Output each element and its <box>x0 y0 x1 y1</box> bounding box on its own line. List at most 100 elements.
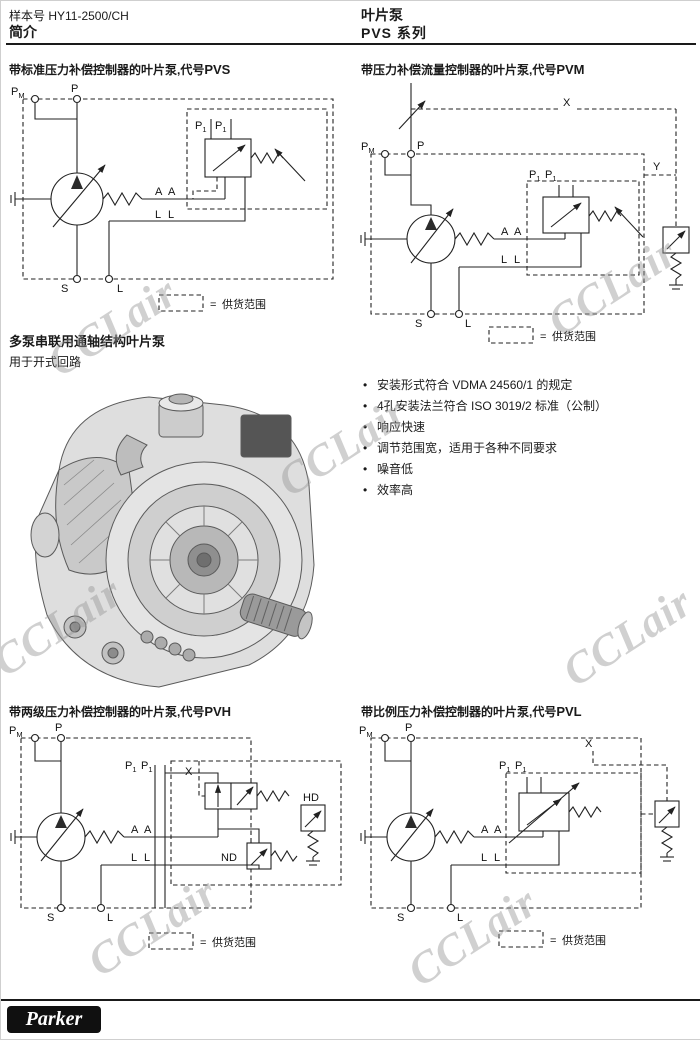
pvl-title-text: 带比例压力补偿控制器的叶片泵,代号 <box>361 705 557 719</box>
spring-symbol <box>568 805 602 819</box>
list-item: •响应快速 <box>363 417 695 438</box>
port-label: L <box>457 912 463 924</box>
port-label: L <box>168 209 174 221</box>
port-label: PM <box>11 86 25 100</box>
port-p <box>72 94 82 104</box>
port-p <box>406 149 416 159</box>
spring-symbol <box>660 826 674 854</box>
spring-symbol <box>270 849 298 863</box>
pvl-circuit-diagram: PM P P1 P1 X A A L L S L = 供货范围 <box>359 722 680 948</box>
pvs-title-text: 带标准压力补偿控制器的叶片泵,代号 <box>9 63 205 77</box>
spring-symbol <box>306 830 320 858</box>
pvl-section-title: 带比例压力补偿控制器的叶片泵,代号PVL <box>361 703 582 720</box>
spring-symbol <box>256 789 290 803</box>
bullet-icon: • <box>363 378 368 392</box>
port-label: P1 <box>499 760 511 774</box>
port-pm <box>30 733 40 743</box>
port-label: ND <box>221 852 237 864</box>
feature-text: 调节范围宽，适用于各种不同要求 <box>377 441 558 455</box>
legend-equals: = <box>540 331 546 343</box>
feature-text: 响应快速 <box>377 420 426 434</box>
legend-equals: = <box>210 299 216 311</box>
pvs-code: PVS <box>204 62 231 77</box>
pvs-circuit-diagram: PM P P1 P1 A A L L S L = 供货范围 <box>10 83 334 312</box>
feature-text: 噪音低 <box>377 462 414 476</box>
product-title: 叶片泵 <box>361 7 403 23</box>
bullet-icon: • <box>363 399 368 413</box>
list-item: • 效率高 <box>363 480 695 501</box>
port-label: A <box>481 824 489 836</box>
port-pm <box>30 94 40 104</box>
pvm-code: PVM <box>556 62 585 77</box>
port-label: L <box>494 852 500 864</box>
legend-box <box>158 294 204 312</box>
pvs-section-title: 带标准压力补偿控制器的叶片泵,代号PVS <box>9 61 230 78</box>
port-label: P <box>55 722 62 734</box>
bullet-icon: • <box>363 483 368 497</box>
port-label: P1 <box>529 169 541 183</box>
pvs-valve-subbox <box>186 108 328 210</box>
legend-label: 供货范围 <box>212 935 256 949</box>
legend-box <box>498 930 544 948</box>
legend-label: 供货范围 <box>552 329 596 343</box>
port-label: X <box>585 738 593 750</box>
port-label: PM <box>9 725 23 739</box>
port-label: P1 <box>545 169 557 183</box>
port-label: S <box>415 318 422 330</box>
legend-label: 供货范围 <box>562 933 606 947</box>
valve-symbol <box>230 782 258 810</box>
port-label: A <box>168 186 176 198</box>
port-label: P1 <box>515 760 527 774</box>
port-label: S <box>397 912 404 924</box>
port-s <box>56 903 66 913</box>
port-label: L <box>155 209 161 221</box>
spring-symbol <box>84 829 125 845</box>
pvm-title-text: 带压力补偿流量控制器的叶片泵,代号 <box>361 63 557 77</box>
port-label: L <box>501 254 507 266</box>
pvh-section-title: 带两级压力补偿控制器的叶片泵,代号PVH <box>9 703 231 720</box>
footer-rule <box>1 999 700 1001</box>
feature-text: 安装形式符合 VDMA 24560/1 的规定 <box>377 378 573 392</box>
port-s <box>72 274 82 284</box>
pvh-code: PVH <box>204 704 232 719</box>
port-pm <box>380 733 390 743</box>
feature-text: 效率高 <box>377 483 414 497</box>
list-item: • 安装形式符合 VDMA 24560/1 的规定 <box>363 375 695 396</box>
port-label: P1 <box>141 760 153 774</box>
bullet-icon: • <box>363 441 368 455</box>
pump-cutaway-illustration <box>30 393 315 688</box>
port-label: L <box>465 318 471 330</box>
spring-symbol <box>669 252 683 280</box>
port-label: A <box>501 226 509 238</box>
pvm-valve-subbox <box>526 180 640 276</box>
port-s <box>426 309 436 319</box>
port-s <box>406 903 416 913</box>
port-label: Y <box>653 161 661 173</box>
series-title: PVS 系列 <box>361 25 427 41</box>
spring-symbol <box>454 231 495 247</box>
port-label: L <box>117 283 123 295</box>
port-pm <box>380 149 390 159</box>
port-l <box>446 903 456 913</box>
port-label: PM <box>361 141 375 155</box>
bullet-icon: • <box>363 462 368 476</box>
relief-valve-symbol <box>300 804 326 832</box>
feature-text: 4孔安装法兰符合 ISO 3019/2 标准（公制） <box>377 399 608 413</box>
legend-box <box>148 932 194 950</box>
port-label: L <box>107 912 113 924</box>
middle-heading: 多泵串联用通轴结构叶片泵 <box>9 334 166 349</box>
port-label: A <box>131 824 139 836</box>
port-label: P <box>417 140 424 152</box>
port-label: S <box>61 283 68 295</box>
feature-list: • 安装形式符合 VDMA 24560/1 的规定 • 4孔安装法兰符合 ISO 3… <box>363 375 695 501</box>
proportional-arrow <box>508 782 580 844</box>
pvl-code: PVL <box>556 704 582 719</box>
port-l <box>96 903 106 913</box>
list-item: • 噪音低 <box>363 459 695 480</box>
spring-symbol <box>434 829 475 845</box>
port-l <box>454 309 464 319</box>
port-label: HD <box>303 792 319 804</box>
legend-label: 供货范围 <box>222 297 266 311</box>
port-label: X <box>185 766 193 778</box>
